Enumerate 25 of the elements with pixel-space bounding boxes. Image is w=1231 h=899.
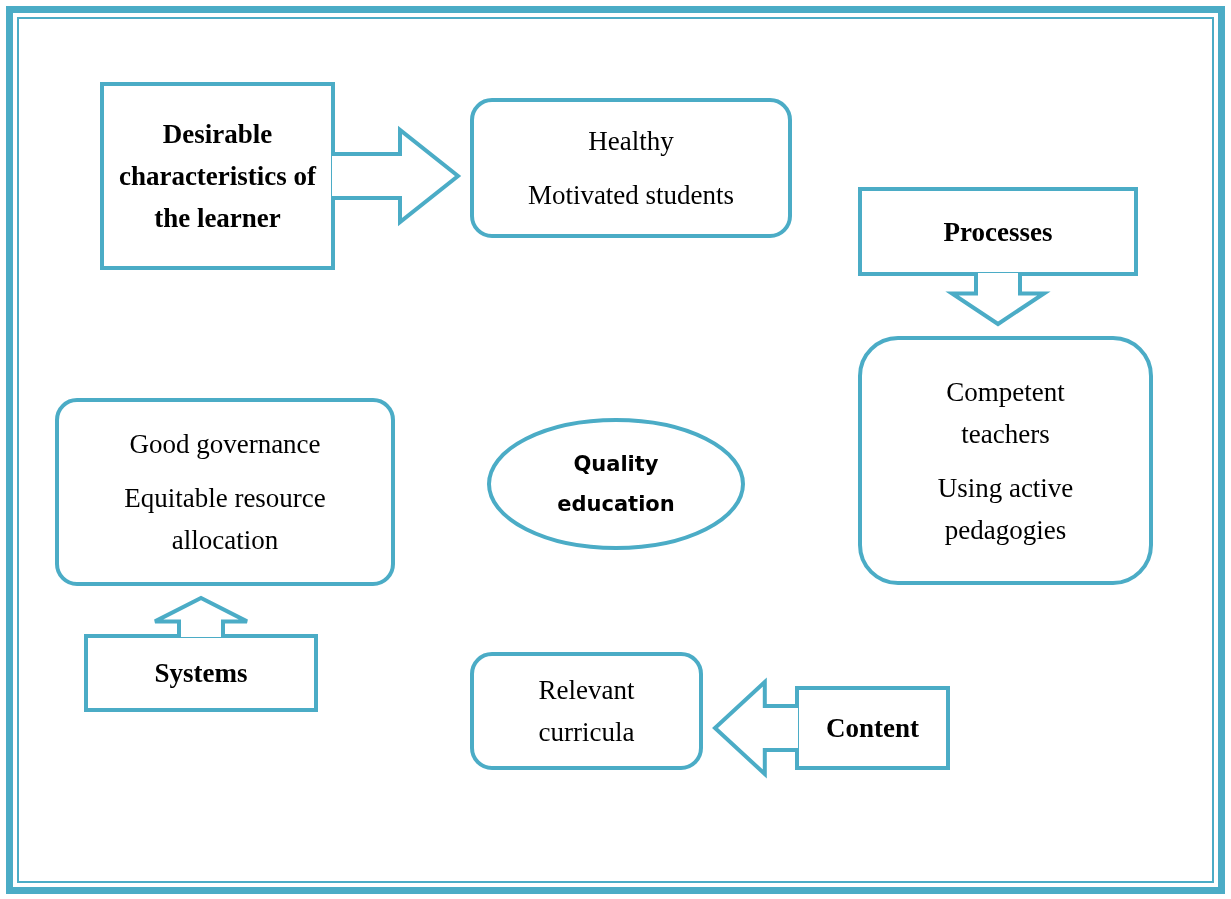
block-arrow xyxy=(712,677,800,779)
node-text: Relevant curricula xyxy=(537,674,636,749)
node-text: Competent teachers xyxy=(945,375,1066,451)
rounded-box xyxy=(470,652,703,770)
block-arrow xyxy=(153,595,249,639)
node-text: Good governance xyxy=(129,428,321,461)
node-text: Desirable characteristics of the learner xyxy=(117,118,318,235)
rounded-box xyxy=(470,98,792,238)
node-text: Processes xyxy=(943,215,1053,249)
ellipse-node xyxy=(487,418,745,550)
rounded-box xyxy=(55,398,395,586)
node-text: Using active pedagogies xyxy=(936,471,1075,547)
node-text: Systems xyxy=(154,657,248,690)
node-text: Content xyxy=(826,712,919,745)
rounded-box xyxy=(858,336,1153,585)
callout-box xyxy=(100,82,335,270)
callout-box xyxy=(84,634,318,712)
node-text: Quality education xyxy=(556,451,676,518)
callout-box xyxy=(795,686,950,770)
block-arrow xyxy=(330,125,462,227)
block-arrow xyxy=(945,271,1051,327)
node-text: Motivated students xyxy=(527,179,735,212)
node-text: Equitable resource allocation xyxy=(123,482,327,557)
node-text: Healthy xyxy=(588,125,674,158)
callout-box xyxy=(858,187,1138,276)
